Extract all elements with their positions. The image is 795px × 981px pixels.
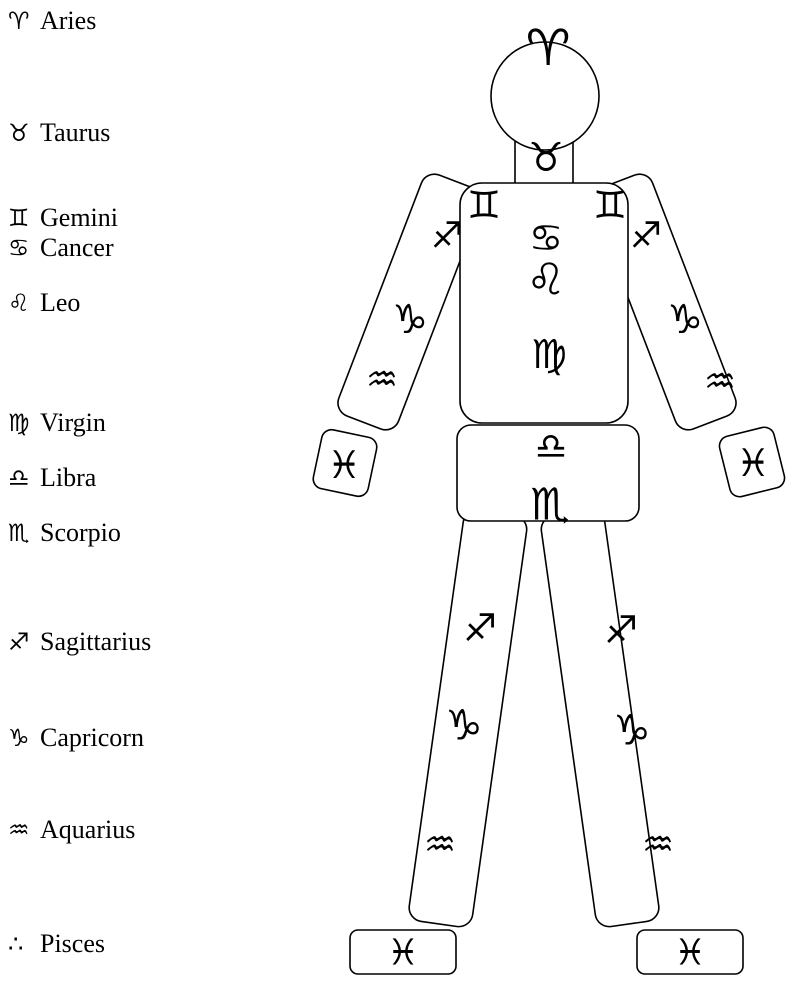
left-hand-pisces-icon: ♓ — [327, 443, 361, 487]
right-foot-pisces-icon: ♓ — [674, 933, 706, 974]
left-leg-sagittarius-icon: ♐ — [463, 606, 497, 650]
right-hand-pisces-icon: ♓ — [736, 441, 770, 485]
left-arm-sagittarius-icon: ♐ — [431, 216, 463, 257]
chest-leo-icon: ♌ — [526, 255, 565, 306]
groin-scorpio-icon: ♏ — [530, 480, 569, 531]
head-aries-icon: ♈ — [526, 19, 571, 77]
right-leg-aquarius-icon: ♒ — [642, 825, 674, 866]
left-leg-capricorn-icon: ♑ — [445, 701, 483, 750]
right-arm-sagittarius-icon: ♐ — [630, 216, 662, 257]
right-leg-capricorn-icon: ♑ — [613, 706, 651, 755]
belly-virgo-icon: ♍ — [531, 332, 567, 378]
left-leg-aquarius-icon: ♒ — [424, 825, 456, 866]
right-arm-capricorn-icon: ♑ — [667, 297, 703, 343]
left-arm-capricorn-icon: ♑ — [392, 297, 428, 343]
hip-libra-icon: ♎ — [535, 427, 567, 468]
left-foot-pisces-icon: ♓ — [387, 933, 419, 974]
neck-taurus-icon: ♉ — [528, 135, 564, 181]
left-arm-aquarius-icon: ♒ — [366, 360, 398, 401]
right-leg-sagittarius-icon: ♐ — [604, 608, 638, 652]
right-arm-aquarius-icon: ♒ — [704, 362, 736, 403]
right-shoulder-gemini-icon: ♊ — [593, 183, 627, 227]
chest-cancer-icon: ♋ — [529, 216, 563, 260]
left-shoulder-gemini-icon: ♊ — [467, 183, 501, 227]
